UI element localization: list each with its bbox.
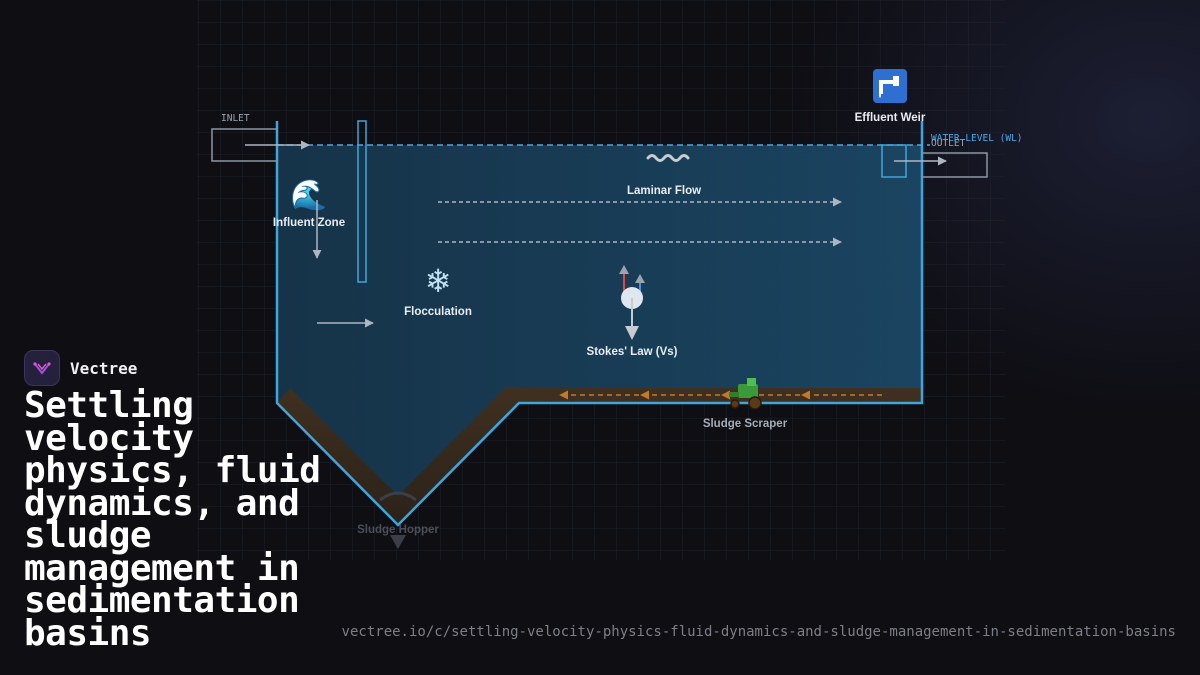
wave-icon: 🌊	[290, 177, 327, 213]
faucet-glyph	[879, 76, 899, 94]
snowflake-icon: ❄	[425, 262, 452, 300]
settling-arrow-head	[625, 326, 639, 340]
laminar-flow-label: Laminar Flow	[627, 185, 701, 197]
influent-zone-label: Influent Zone	[273, 217, 345, 229]
wavy-line-icon	[646, 154, 690, 162]
stokes-law-label: Stokes' Law (Vs)	[587, 346, 678, 358]
tractor-icon	[729, 378, 762, 410]
inlet-pipe	[211, 128, 277, 162]
tank-outline	[275, 121, 924, 527]
brand: Vectree	[24, 350, 137, 386]
water-body	[277, 145, 922, 525]
page-title: Settling velocity physics, fluid dynamic…	[24, 385, 321, 654]
inlet-baffle	[357, 120, 367, 283]
page-url[interactable]: vectree.io/c/settling-velocity-physics-f…	[341, 624, 1176, 640]
buoyancy-arrow-head	[635, 274, 645, 283]
sludge-layer	[277, 388, 922, 525]
water-level-label: WATER LEVEL (WL)	[931, 133, 1023, 144]
sludge-hopper-label: Sludge Hopper	[357, 524, 439, 536]
vectree-logo-icon	[24, 350, 60, 386]
drag-arrow-head	[619, 265, 629, 274]
flocculation-label: Flocculation	[404, 306, 472, 318]
brand-name: Vectree	[70, 358, 138, 378]
hopper-down-arrow	[390, 535, 406, 549]
inlet-label: INLET	[221, 113, 250, 124]
faucet-icon	[873, 69, 907, 103]
hopper-outlet-icon	[379, 491, 417, 502]
outlet-pipe	[922, 152, 988, 178]
outlet-label: OUTLET	[931, 138, 966, 149]
effluent-weir-label: Effluent Weir	[855, 112, 926, 124]
faucet-drop	[879, 92, 881, 98]
sludge-scraper-label: Sludge Scraper	[703, 418, 788, 430]
